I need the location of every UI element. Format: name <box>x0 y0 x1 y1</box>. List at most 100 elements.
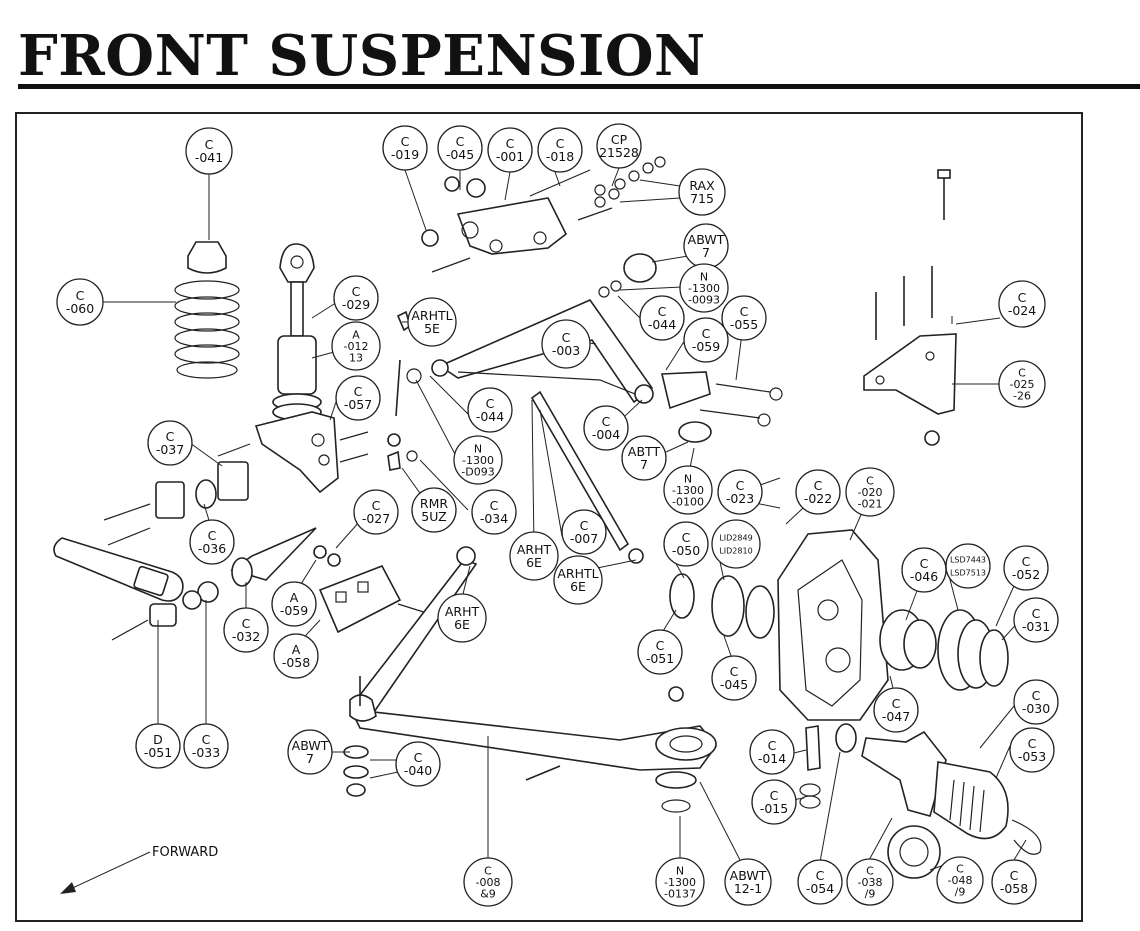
callout-bubble <box>223 607 269 653</box>
callout-layer: C-041C-060C-019C-045C-001C-018CP21528RAX… <box>56 123 1059 907</box>
callout-text: N <box>474 442 482 455</box>
callout-bubble <box>509 531 559 581</box>
part-callout: C-025-26 <box>998 360 1046 408</box>
callout-text: -014 <box>758 751 786 766</box>
callout-text: C <box>920 556 929 571</box>
callout-bubble <box>998 360 1046 408</box>
callout-text: -0137 <box>664 887 696 900</box>
callout-text: -001 <box>496 149 524 164</box>
callout-bubble <box>1013 679 1059 725</box>
callout-text: -037 <box>156 442 184 457</box>
callout-text: /9 <box>955 885 966 898</box>
callout-bubble <box>711 655 757 701</box>
callout-text: C <box>456 134 465 149</box>
part-callout: C-054 <box>797 859 843 905</box>
callout-text: -012 <box>344 340 369 353</box>
callout-bubble <box>724 858 772 906</box>
callout-text: -050 <box>672 543 700 558</box>
cone-bush-part <box>230 527 431 634</box>
callout-text: 715 <box>690 191 714 206</box>
callout-text: -044 <box>648 317 676 332</box>
part-callout: C-029 <box>333 275 379 321</box>
callout-bubble <box>453 435 503 485</box>
callout-bubble <box>797 859 843 905</box>
callout-text: C <box>740 304 749 319</box>
callout-text: -018 <box>546 149 574 164</box>
callout-text: C <box>736 478 745 493</box>
callout-text: -048 <box>948 874 973 887</box>
part-callout: C-020-021 <box>845 467 895 517</box>
callout-text: A <box>352 328 360 341</box>
callout-text: -052 <box>1012 567 1040 582</box>
callout-text: &9 <box>480 887 496 900</box>
callout-bubble <box>683 317 729 363</box>
callout-text: D <box>153 732 163 747</box>
part-callout: C-059 <box>683 317 729 363</box>
callout-text: -1300 <box>664 876 696 889</box>
part-callout: N-1300-D093 <box>453 435 503 485</box>
callout-bubble <box>936 856 984 904</box>
callout-bubble <box>621 435 667 481</box>
coil-spring-part <box>174 241 240 379</box>
callout-text: C <box>205 137 214 152</box>
callout-text: C <box>956 862 964 875</box>
callout-text: -0093 <box>688 293 720 306</box>
callout-bubble <box>395 741 441 787</box>
callout-bubble <box>749 729 795 775</box>
callout-text: 5E <box>424 321 440 336</box>
callout-text: C <box>166 429 175 444</box>
callout-text: C <box>556 136 565 151</box>
clamp-block-parts <box>103 443 251 546</box>
forward-indicator: FORWARD <box>60 845 218 894</box>
callout-text: -1300 <box>688 282 720 295</box>
callout-text: -029 <box>342 297 370 312</box>
callout-text: -031 <box>1022 619 1050 634</box>
part-callout: C-045 <box>437 125 483 171</box>
callout-text: /9 <box>865 887 876 900</box>
callout-text: C <box>1032 606 1041 621</box>
brake-disc-part <box>669 573 775 639</box>
callout-bubble <box>437 593 487 643</box>
callout-bubble <box>189 519 235 565</box>
callout-bubble <box>273 633 319 679</box>
callout-text: -055 <box>730 317 758 332</box>
part-callout: C-036 <box>189 519 235 565</box>
callout-text: C <box>702 326 711 341</box>
part-callout: C-030 <box>1013 679 1059 725</box>
callout-text: LID2810 <box>719 546 752 555</box>
parts-layer <box>53 156 1042 879</box>
callout-text: ARHTL <box>411 308 452 323</box>
part-callout: C-041 <box>185 127 233 175</box>
callout-text: LID2849 <box>719 533 752 542</box>
part-callout: C-022 <box>795 469 841 515</box>
callout-text: 7 <box>702 245 710 260</box>
callout-text: 21528 <box>599 145 639 160</box>
callout-bubble <box>331 321 381 371</box>
callout-text: C <box>1022 554 1031 569</box>
callout-text: C <box>656 638 665 653</box>
callout-text: ABTT <box>628 444 661 459</box>
callout-text: -021 <box>858 497 883 510</box>
callout-bubble <box>873 687 919 733</box>
callout-text: C <box>354 384 363 399</box>
forward-arrow-line <box>63 851 151 893</box>
part-callout: C-060 <box>56 278 104 326</box>
callout-text: C <box>401 134 410 149</box>
part-callout: C-033 <box>183 723 229 769</box>
callout-text: -033 <box>192 745 220 760</box>
callout-text: LSD7443 <box>950 555 986 564</box>
callout-text: -034 <box>480 511 508 526</box>
lower-mount-bracket-part <box>254 411 369 494</box>
callout-text: A <box>290 590 299 605</box>
callout-text: -058 <box>282 655 310 670</box>
part-callout: C-018 <box>537 127 583 173</box>
callout-text: -1300 <box>462 454 494 467</box>
callout-bubble <box>663 465 713 515</box>
callout-text: C <box>1028 736 1037 751</box>
